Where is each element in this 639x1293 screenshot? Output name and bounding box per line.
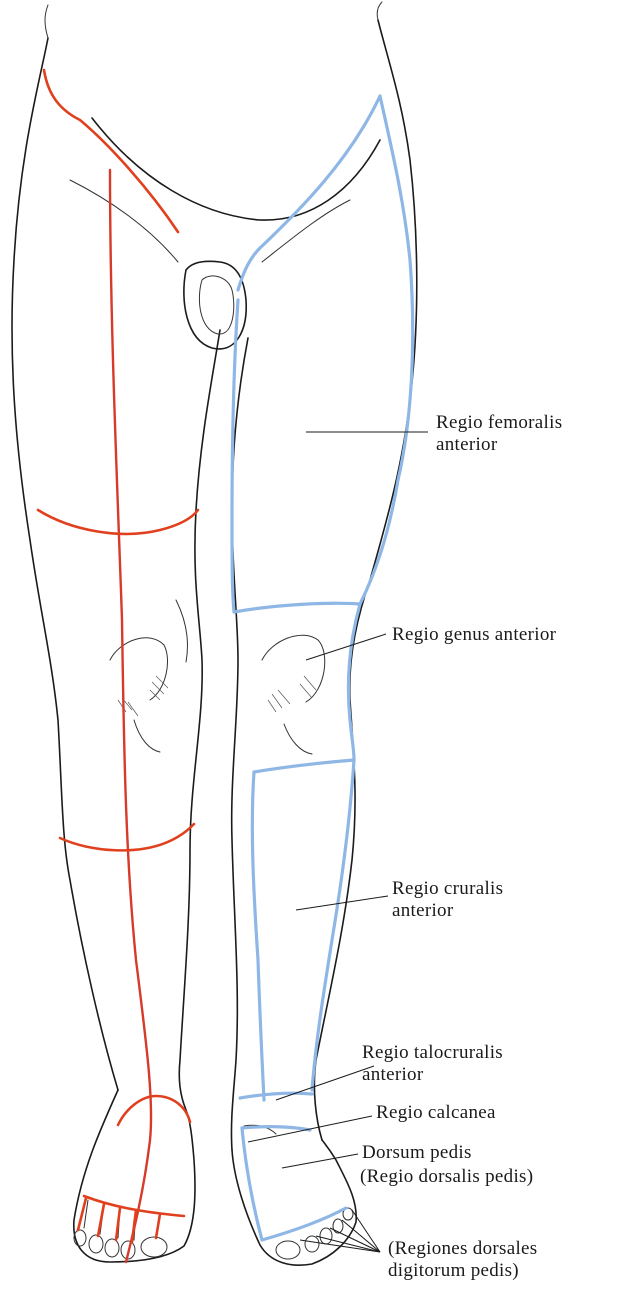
labels: Regio femoralis anterior Regio genus ant… (360, 412, 562, 1281)
right-knee-upper-boundary (234, 603, 360, 612)
groin-inner-left (70, 180, 178, 262)
right-calcanea-boundary (242, 1127, 310, 1130)
left-leg-outer-contour (12, 38, 118, 1090)
right-foot-contour (232, 1140, 356, 1265)
right-foot-inner-line (242, 1128, 262, 1240)
label-talocruralis-line2: anterior (362, 1064, 424, 1085)
label-femoralis-line1: Regio femoralis (436, 412, 562, 433)
waist-right (377, 2, 382, 20)
right-shin-outer-line (312, 760, 354, 1090)
leader-talocruralis (276, 1066, 374, 1100)
right-thigh-inner-line (232, 300, 238, 612)
left-toes-boundary (84, 1196, 184, 1216)
label-calcanea: Regio calcanea (376, 1102, 496, 1123)
leader-cruralis (296, 896, 388, 910)
label-femoralis-line2: anterior (436, 434, 498, 455)
label-cruralis-line2: anterior (392, 900, 454, 921)
left-ankle-boundary (118, 1096, 190, 1125)
left-leg-boundaries (38, 70, 198, 1262)
leader-lines (248, 432, 428, 1252)
right-knee-sketch (262, 635, 325, 754)
waist-left (45, 5, 48, 38)
leader-calcanea (248, 1116, 372, 1142)
right-ankle-boundary (240, 1093, 312, 1098)
label-dorsum-line1: Dorsum pedis (362, 1142, 472, 1163)
left-toe-lines (78, 1198, 160, 1242)
label-genus: Regio genus anterior (392, 624, 557, 645)
right-inguinal-line (238, 96, 380, 290)
label-digitorum-line2: digitorum pedis) (388, 1260, 519, 1281)
leader-dorsum (282, 1154, 358, 1168)
leader-genus (306, 634, 386, 660)
right-thigh-outer-line (360, 96, 413, 604)
label-dorsum-line2: (Regio dorsalis pedis) (360, 1166, 533, 1187)
groin-inner-right (262, 200, 350, 262)
right-shin-inner-line (252, 772, 264, 1100)
groin-line (92, 118, 380, 220)
right-leg-outer-contour (314, 20, 416, 1140)
label-digitorum-line1: (Regiones dorsales (388, 1238, 537, 1259)
left-leg-inner-contour (179, 330, 220, 1110)
right-knee-lower-boundary (254, 760, 354, 772)
body-outline (12, 2, 417, 1265)
label-cruralis-line1: Regio cruralis (392, 878, 503, 899)
genitalia-inner (199, 276, 233, 334)
label-talocruralis-line1: Regio talocruralis (362, 1042, 503, 1063)
